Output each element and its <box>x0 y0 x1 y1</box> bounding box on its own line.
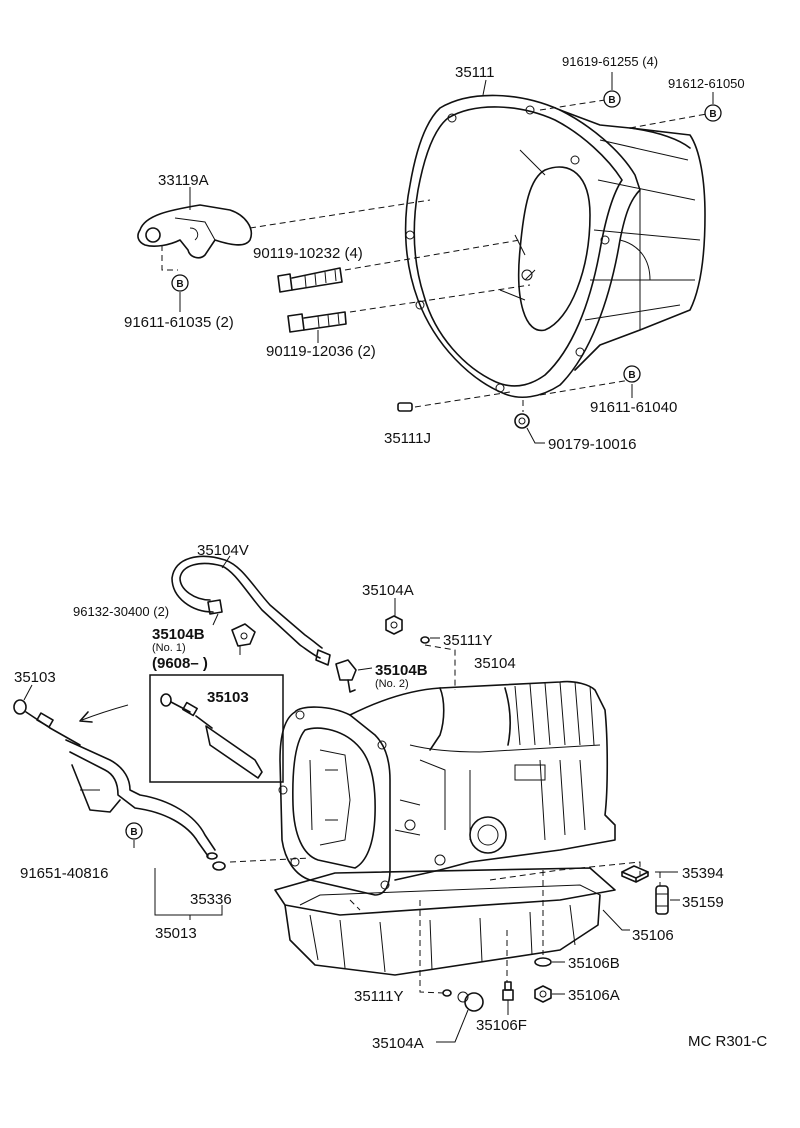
label-35394: 35394 <box>682 865 724 882</box>
label-33119a: 33119A <box>158 172 209 189</box>
label-91612-61050: 91612-61050 <box>668 76 745 91</box>
union-35104b-no1 <box>231 623 256 647</box>
label-9608: (9608– ) <box>152 655 208 672</box>
clamp-96132 <box>207 599 223 615</box>
label-reference-code: MC R301-C <box>688 1033 767 1050</box>
svg-text:B: B <box>628 370 635 381</box>
label-90179-10016: 90179-10016 <box>548 436 636 453</box>
plug-35104a-bottom <box>457 991 484 1012</box>
svg-text:B: B <box>709 109 716 120</box>
label-35103-left: 35103 <box>14 669 56 686</box>
strainer-35159 <box>655 885 669 915</box>
transmission-assembly <box>278 680 616 896</box>
o-ring-35336 <box>212 861 226 871</box>
label-35106: 35106 <box>632 927 674 944</box>
label-35111: 35111 <box>455 64 495 81</box>
label-35013: 35013 <box>155 925 197 942</box>
label-35104v: 35104V <box>197 542 249 559</box>
label-35106b: 35106B <box>568 955 620 972</box>
label-35104: 35104 <box>474 655 516 672</box>
o-ring-35111y-top <box>420 636 430 644</box>
svg-text:B: B <box>130 827 137 838</box>
label-35106f: 35106F <box>476 1017 527 1034</box>
bolt-35106f <box>502 981 514 1001</box>
label-35104a-bottom: 35104A <box>372 1035 424 1052</box>
label-35103-inset: 35103 <box>207 689 249 706</box>
label-35159: 35159 <box>682 894 724 911</box>
drain-plug-35106a <box>534 985 552 1003</box>
label-96132-30400: 96132-30400 (2) <box>73 604 169 619</box>
svg-text:B: B <box>176 279 183 290</box>
dipstick-inset-box <box>149 674 284 783</box>
top-assembly-guides <box>161 99 713 412</box>
bolt-90119-10232 <box>277 267 343 293</box>
b-mark-91651: B <box>125 822 143 840</box>
label-35111y-top: 35111Y <box>443 632 493 649</box>
filler-tube-35013 <box>65 739 218 860</box>
label-91651-40816: 91651-40816 <box>20 865 108 882</box>
label-90119-12036: 90119-12036 (2) <box>266 343 376 360</box>
breather-hose-35104v <box>171 555 331 666</box>
label-35104b-no2: 35104B <box>375 662 428 679</box>
svg-text:B: B <box>608 95 615 106</box>
bolt-90119-12036 <box>287 311 347 333</box>
gasket-35106b <box>534 957 552 967</box>
dipstick-35103 <box>13 699 81 746</box>
b-mark-91612: B <box>704 104 722 122</box>
label-35104b-no1: 35104B <box>152 626 205 643</box>
label-35336: 35336 <box>190 891 232 908</box>
bottom-assembly-guides <box>229 644 661 994</box>
label-35106a: 35106A <box>568 987 620 1004</box>
label-35104b-no1-sub: (No. 1) <box>152 642 186 654</box>
bracket-33119a <box>137 204 252 259</box>
top-leader-lines <box>179 72 714 444</box>
label-35111j: 35111J <box>384 430 431 447</box>
b-mark-91611-61040: B <box>623 365 641 383</box>
label-35111y-bottom: 35111Y <box>354 988 404 1005</box>
label-91611-61040: 91611-61040 <box>590 399 677 416</box>
union-35104b-no2 <box>335 659 357 693</box>
pin-35111j <box>397 402 413 412</box>
oil-pan-35106 <box>274 867 616 976</box>
direction-arrow <box>79 704 129 723</box>
o-ring-35111y-bottom <box>442 989 452 997</box>
label-91619-61255: 91619-61255 (4) <box>562 54 658 69</box>
bottom-leader-lines <box>23 555 680 1043</box>
b-mark-91611-61035: B <box>171 274 189 292</box>
label-35104b-no2-sub: (No. 2) <box>375 678 409 690</box>
b-mark-91619: B <box>603 90 621 108</box>
label-90119-10232: 90119-10232 (4) <box>253 245 363 262</box>
label-35104a-top: 35104A <box>362 582 414 599</box>
plug-90179-10016 <box>514 413 530 429</box>
magnet-35394 <box>621 865 649 883</box>
transmission-case-housing <box>404 94 706 399</box>
plug-35104a-top <box>385 615 403 635</box>
label-91611-61035: 91611-61035 (2) <box>124 314 234 331</box>
